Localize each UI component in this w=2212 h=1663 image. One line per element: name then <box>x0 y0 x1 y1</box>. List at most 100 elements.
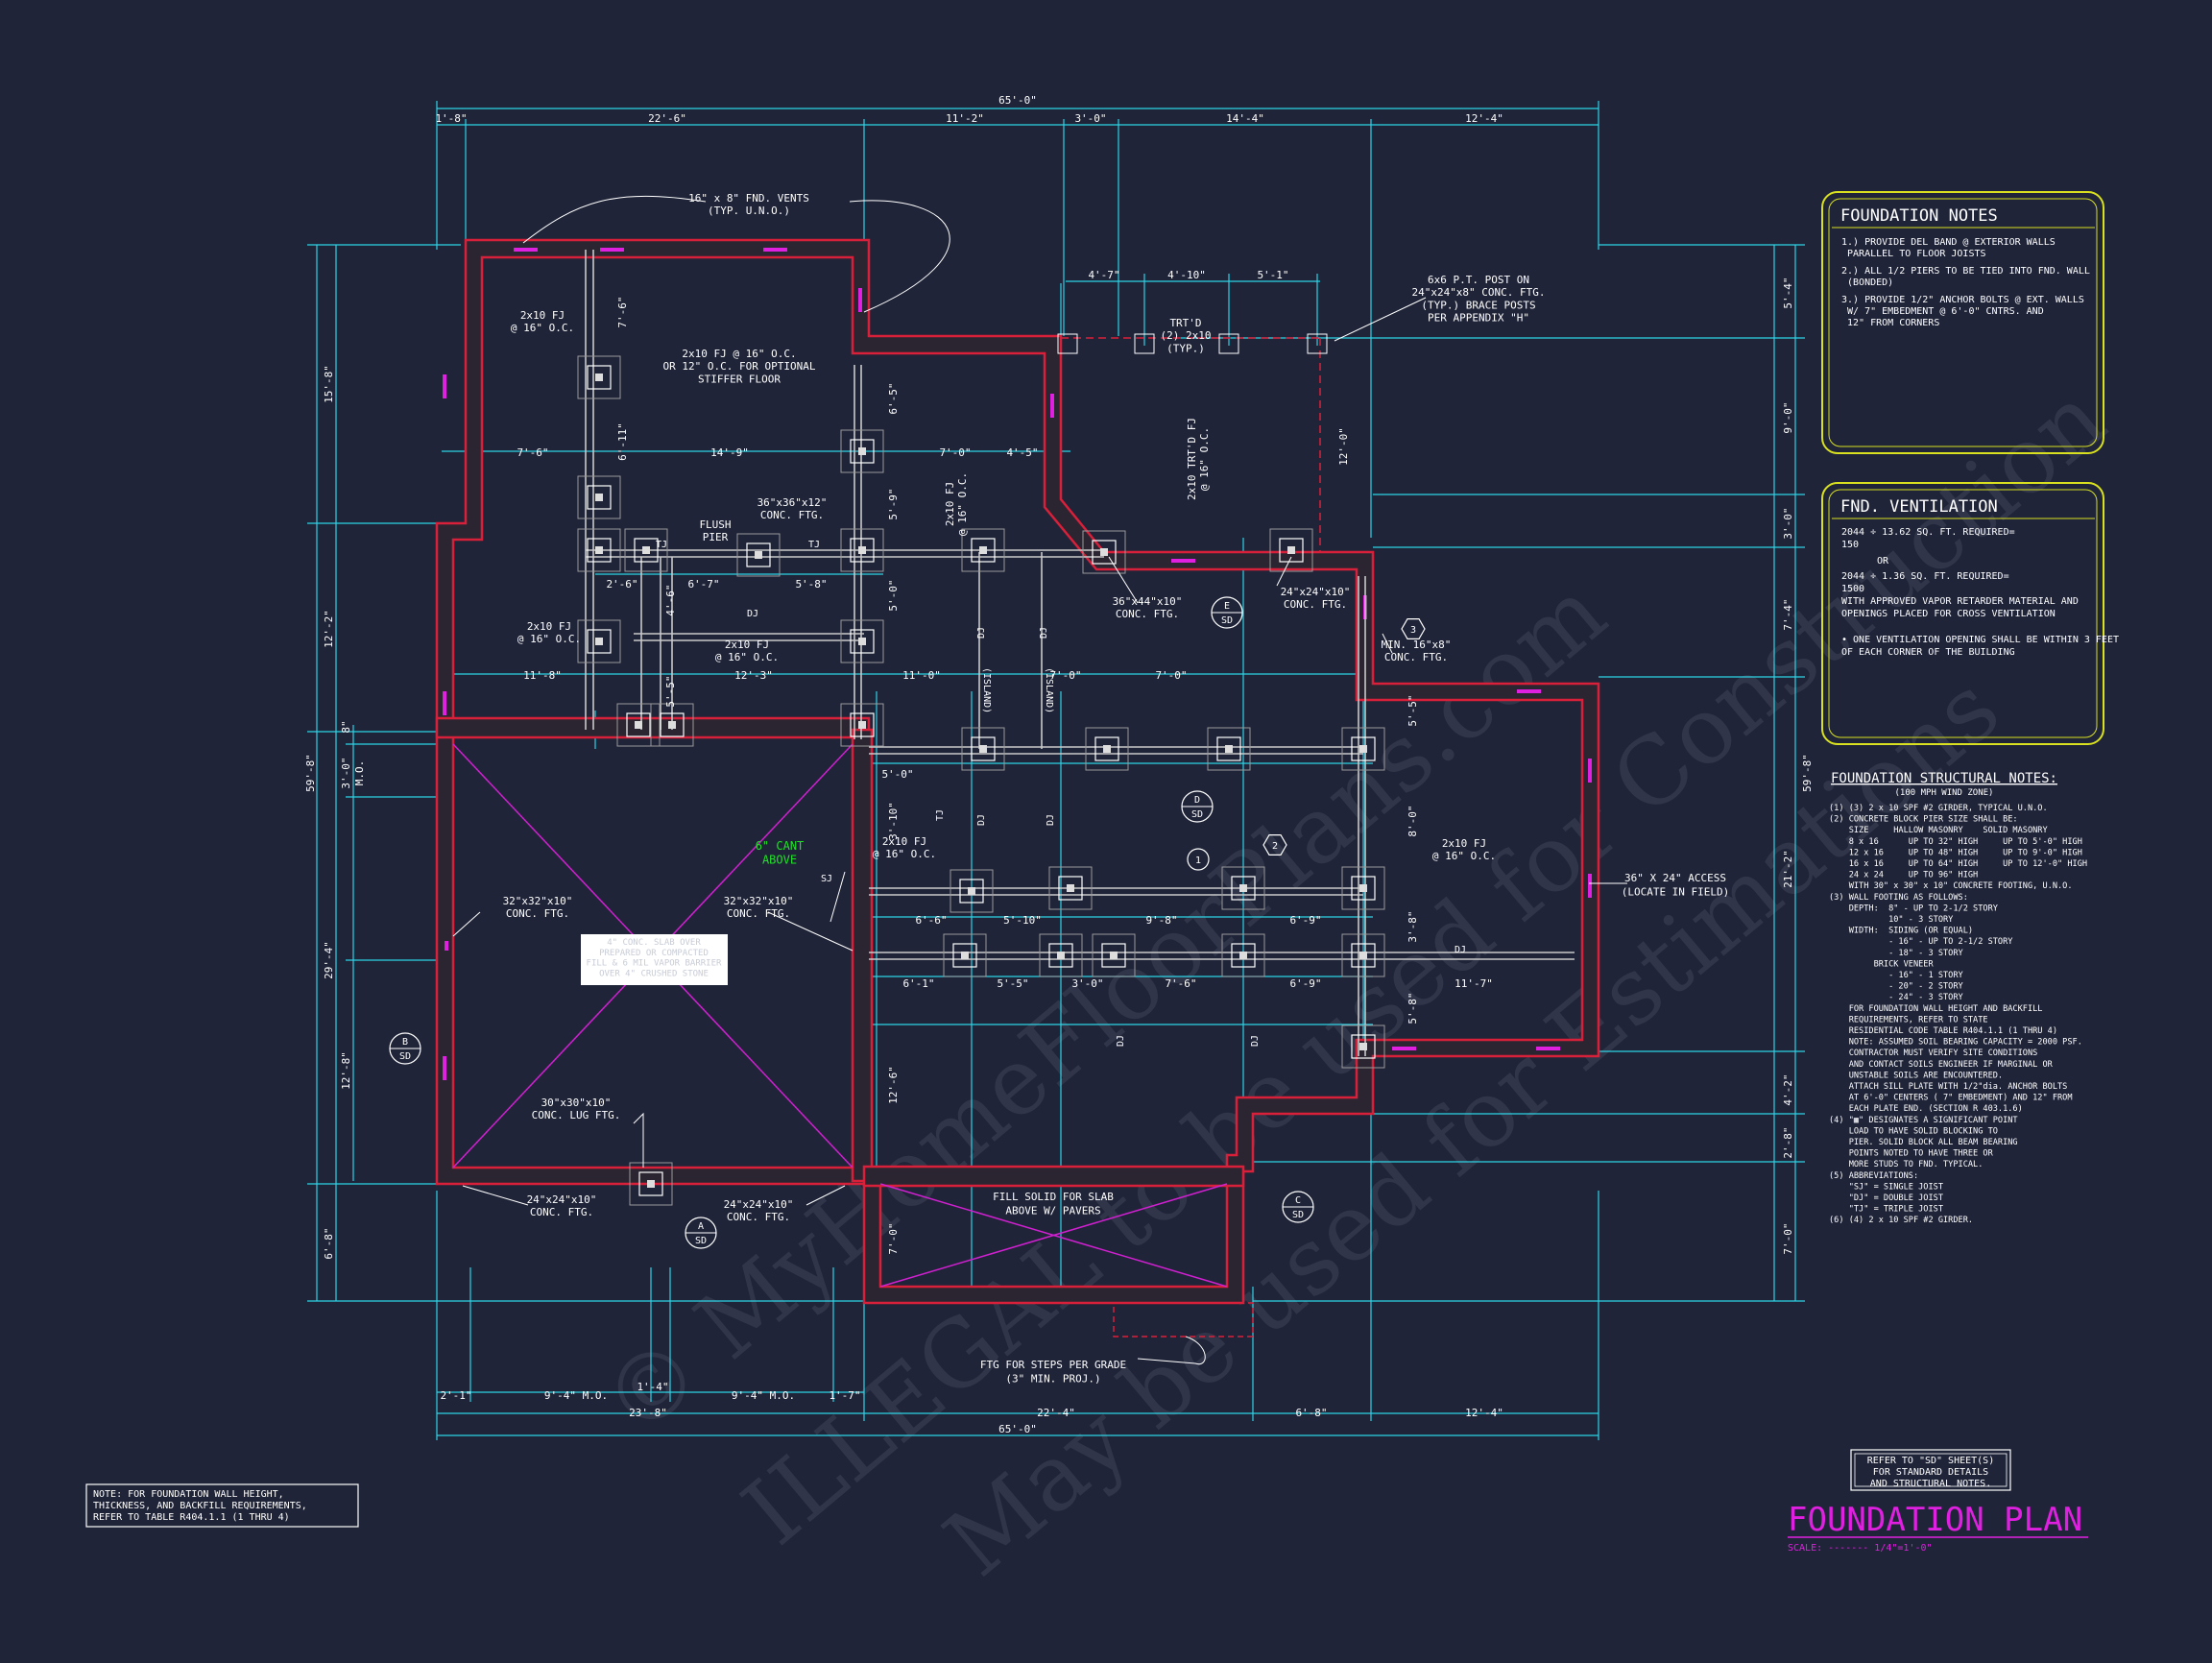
pier <box>840 703 884 747</box>
pier <box>1039 933 1083 977</box>
dim-int-6: 5'-8" <box>795 578 827 590</box>
dim-right-0: 5'-4" <box>1782 277 1794 308</box>
dim-int-25: 5'-1" <box>1257 269 1288 281</box>
label-conc-3644: 36"x44"x10"CONC. FTG. <box>1113 595 1183 620</box>
pier <box>1085 727 1129 771</box>
dim-bottom2-0: 23'-8" <box>629 1407 667 1419</box>
label-ftg-steps: FTG FOR STEPS PER GRADE(3" MIN. PROJ.) <box>980 1359 1126 1385</box>
structural-note-line: 12 x 16 UP TO 48" HIGH UP TO 9'-0" HIGH <box>1829 848 2082 857</box>
post <box>1307 333 1328 354</box>
dim-top-1: 22'-6" <box>648 112 686 125</box>
dim-right-3: 7'-4" <box>1782 598 1794 630</box>
sd-note-text: REFER TO "SD" SHEET(S)FOR STANDARD DETAI… <box>1867 1456 1994 1489</box>
dim-int-15: 9'-8" <box>1145 914 1177 927</box>
dim-int-24: 4'-10" <box>1167 269 1206 281</box>
pier <box>629 1162 673 1206</box>
pier <box>1092 933 1136 977</box>
structural-notes-subtitle: (100 MPH WIND ZONE) <box>1895 788 1994 798</box>
structural-notes-title: FOUNDATION STRUCTURAL NOTES: <box>1831 771 2057 786</box>
dim-int-40: 5'-5" <box>1407 694 1419 726</box>
fnd-vent-line-2: OR <box>1877 556 1889 566</box>
dim-int-20: 7'-6" <box>1165 977 1196 990</box>
foundation-note-2: 2.) ALL 1/2 PIERS TO BE TIED INTO FND. W… <box>1841 266 2090 288</box>
dim-int-19: 3'-0" <box>1071 977 1103 990</box>
fnd-vent-line-5: WITH APPROVED VAPOR RETARDER MATERIAL AN… <box>1841 596 2079 607</box>
callout-sheet: SD <box>1221 615 1233 626</box>
structural-note-line: DEPTH: 8" - UP TO 2-1/2 STORY <box>1829 904 1999 913</box>
dim-int-22: 11'-7" <box>1455 977 1493 990</box>
label-dj-3: DJ <box>976 627 987 639</box>
structural-note-line: SIZE HALLOW MASONRY SOLID MASONRY <box>1829 826 2048 835</box>
pier <box>1221 866 1265 910</box>
structural-note-line: WITH 30" x 30" x 10" CONCRETE FOOTING, U… <box>1829 881 2073 891</box>
fnd-vent-line-7: • ONE VENTILATION OPENING SHALL BE WITHI… <box>1841 635 2119 645</box>
dim-left-1: 12'-2" <box>323 610 335 648</box>
dim-right-overall: 59'-8" <box>1801 754 1814 792</box>
dim-bottom2-2: 6'-8" <box>1295 1407 1327 1419</box>
pier <box>1341 933 1385 977</box>
foundation-notes-panel: FOUNDATION NOTES 1.) PROVIDE DEL BAND @ … <box>1821 191 2104 454</box>
label-dj-1: DJ <box>747 609 758 619</box>
structural-note-line: REQUIREMENTS, REFER TO STATE <box>1829 1015 1988 1024</box>
label-fj-6: 2x10 FJ@ 16" O.C. <box>944 472 969 536</box>
callout-sheet: SD <box>1292 1210 1304 1220</box>
label-dj-5: DJ <box>976 814 987 826</box>
number-callout-two: 2 <box>1262 833 1287 856</box>
fnd-ventilation-title: FND. VENTILATION <box>1840 497 1998 517</box>
section-callout-d: DSD <box>1181 790 1214 823</box>
foundation-notes-title: FOUNDATION NOTES <box>1840 206 1998 226</box>
fnd-vent-line-0: 2044 ÷ 13.62 SQ. FT. REQUIRED= <box>1841 527 2015 538</box>
label-conc-32-left: 32"x32"x10"CONC. FTG. <box>503 895 573 920</box>
dimension-lines <box>307 101 1805 1440</box>
dim-int-28: 6'-11" <box>616 422 629 461</box>
dim-left-4: M.O. <box>353 760 366 786</box>
structural-note-line: 8 x 16 UP TO 32" HIGH UP TO 5'-0" HIGH <box>1829 837 2082 847</box>
dim-top-2: 11'-2" <box>946 112 984 125</box>
structural-note-line: FOR FOUNDATION WALL HEIGHT AND BACKFILL <box>1829 1004 2042 1014</box>
fnd-vent-line-3: 2044 ÷ 1.36 SQ. FT. REQUIRED= <box>1841 571 2009 582</box>
bottom-note-text: NOTE: FOR FOUNDATION WALL HEIGHT,THICKNE… <box>93 1489 307 1523</box>
foundation-walls <box>435 238 1600 1305</box>
dim-right-6: 2'-8" <box>1782 1126 1794 1158</box>
dim-int-39: 7'-0" <box>887 1222 900 1254</box>
post <box>1218 333 1239 354</box>
pier <box>1048 866 1093 910</box>
label-fj-3: 2x10 FJ@ 16" O.C. <box>715 639 779 663</box>
pier <box>1269 528 1313 572</box>
callout-letter: B <box>402 1037 408 1048</box>
structural-note-line: (5) ABBREVIATIONS: <box>1829 1171 1918 1181</box>
dim-int-27: 7'-6" <box>616 296 629 327</box>
dim-bottom1-0: 2'-1" <box>440 1389 471 1402</box>
dim-left-overall: 59'-8" <box>304 754 317 792</box>
label-access: 36" X 24" ACCESS(LOCATE IN FIELD) <box>1622 872 1730 898</box>
pier <box>961 727 1005 771</box>
dim-int-14: 5'-10" <box>1003 914 1042 927</box>
structural-note-line: ATTACH SILL PLATE WITH 1/2"dia. ANCHOR B… <box>1829 1082 2067 1092</box>
dim-int-5: 6'-7" <box>687 578 719 590</box>
label-conc-2424: 24"x24"x10"CONC. FTG. <box>1281 586 1351 611</box>
section-callout-b: BSD <box>389 1032 421 1065</box>
dim-left-7: 6'-8" <box>323 1227 335 1259</box>
dim-int-18: 5'-5" <box>997 977 1028 990</box>
pier <box>950 869 994 913</box>
structural-notes: FOUNDATION STRUCTURAL NOTES: (100 MPH WI… <box>1829 771 2087 1225</box>
label-tj-1: TJ <box>656 540 667 550</box>
structural-note-line: RESIDENTIAL CODE TABLE R404.1.1 (1 THRU … <box>1829 1026 2057 1036</box>
pier <box>577 528 621 572</box>
dim-int-37: 5'-8" <box>1407 992 1419 1024</box>
dim-int-36: 3'-8" <box>1407 910 1419 942</box>
callout-letter: E <box>1224 601 1230 612</box>
number-callout-text: 3 <box>1410 625 1416 636</box>
label-conc-2424-b: 24"x24"x10"CONC. FTG. <box>724 1198 794 1223</box>
dim-right-4: 21'-2" <box>1782 850 1794 888</box>
section-callout-c: CSD <box>1282 1191 1314 1223</box>
dim-int-29: 6'-5" <box>887 382 900 414</box>
label-dj-6: DJ <box>1046 814 1056 826</box>
sheet-title: FOUNDATION PLAN <box>1788 1501 2082 1539</box>
